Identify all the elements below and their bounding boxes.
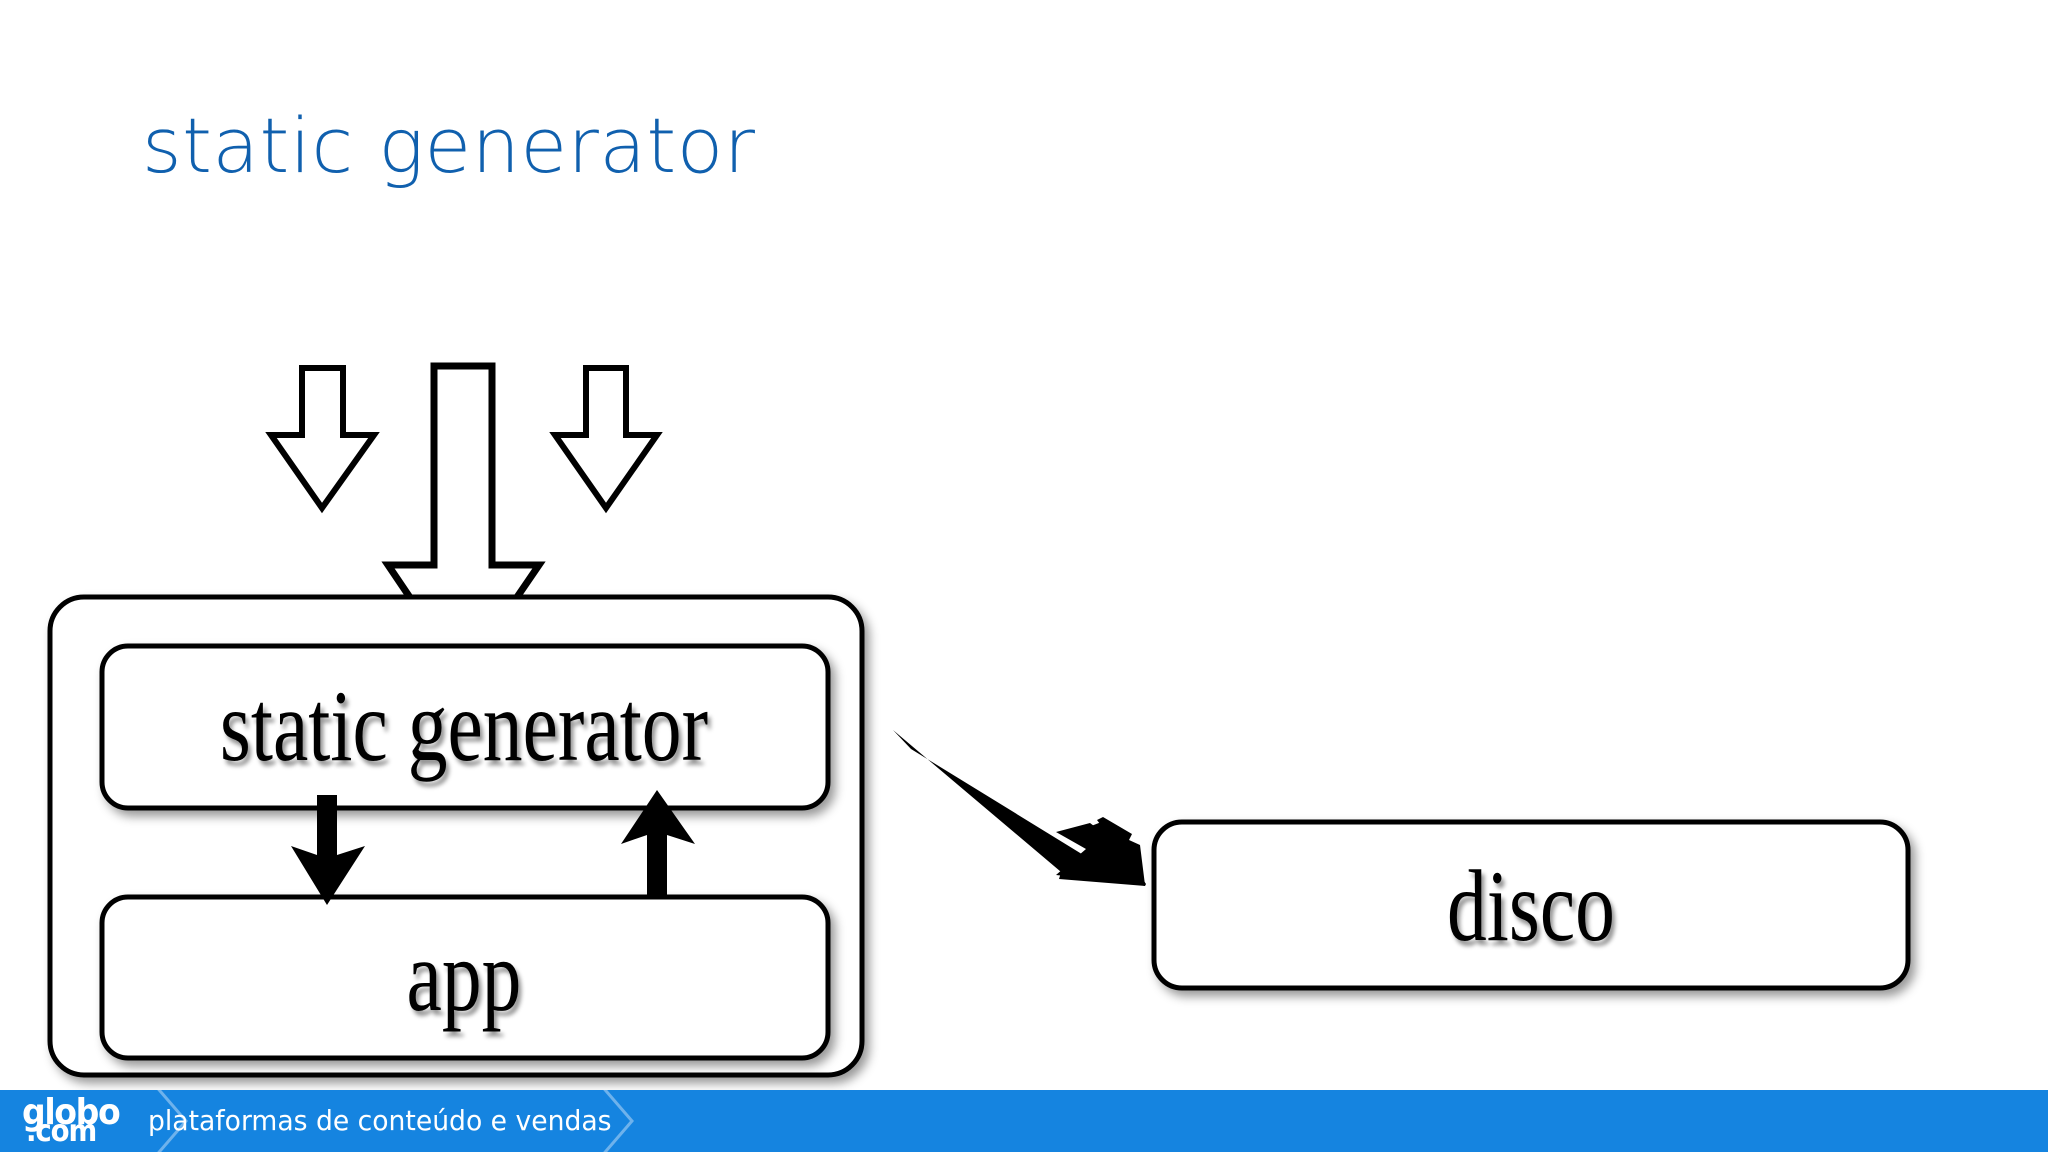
disco-label: disco	[1447, 850, 1615, 963]
globo-logo: globo .com	[22, 1092, 142, 1149]
incoming-arrow-1-icon	[265, 365, 380, 514]
generator-to-disco-arrow-icon	[893, 730, 1146, 886]
app-box	[99, 894, 831, 1061]
static-generator-label: static generator	[219, 670, 709, 783]
globo-logo-wordmark: globo	[22, 1092, 121, 1133]
disco-box	[1151, 819, 1911, 991]
app-to-generator-arrow-icon	[621, 790, 695, 895]
static-generator-box	[99, 643, 831, 811]
incoming-arrow-3-icon	[549, 365, 663, 514]
page-title: static generator	[142, 101, 756, 190]
footer-bar: globo .com plataformas de conteúdo e ven…	[0, 1090, 2048, 1152]
footer-chevrons	[157, 1090, 634, 1152]
app-label: app	[406, 920, 522, 1033]
generator-to-app-arrow-icon	[291, 795, 365, 905]
globo-logo-domain: .com	[26, 1114, 97, 1149]
footer-tagline: plataformas de conteúdo e vendas	[148, 1104, 612, 1137]
